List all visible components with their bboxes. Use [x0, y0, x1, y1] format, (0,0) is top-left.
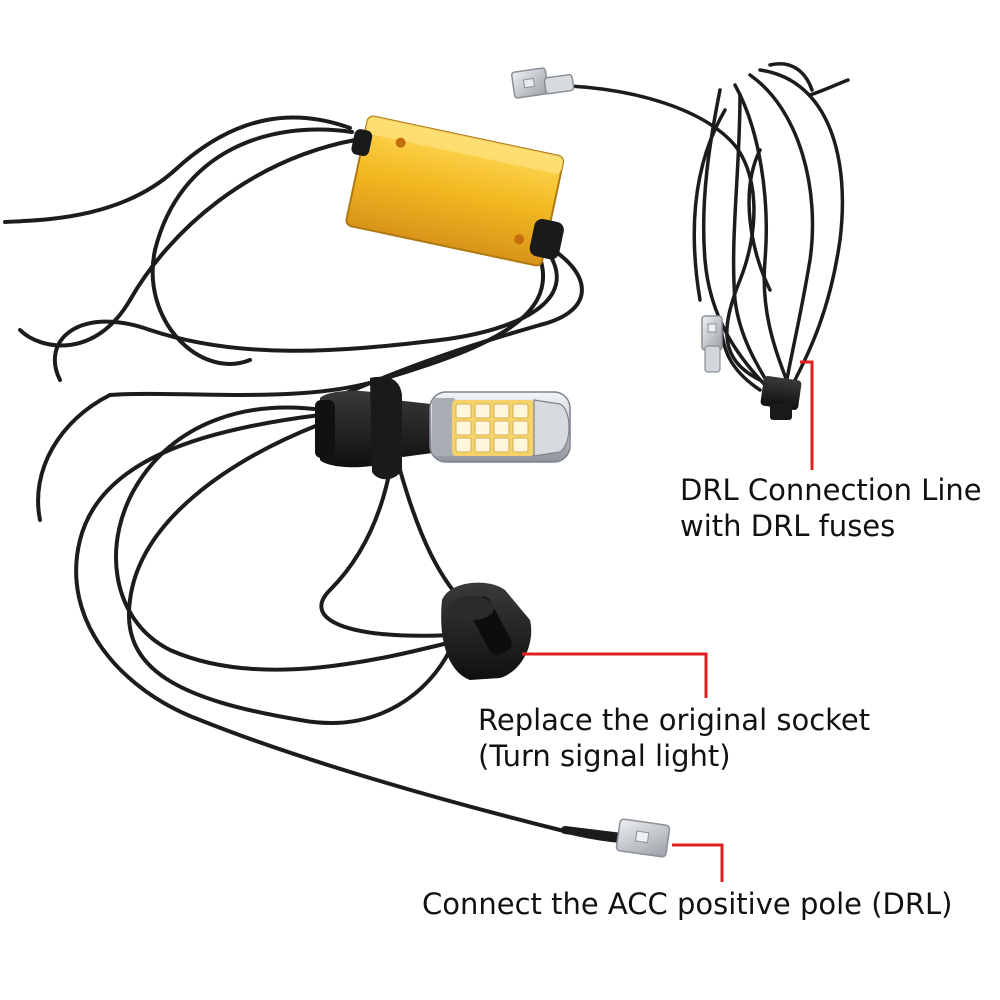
callout-lines [522, 360, 814, 882]
acc-label-line: Connect the ACC positive pole (DRL) [422, 887, 953, 921]
replacement-socket [441, 582, 532, 680]
acc-spade-terminal [561, 818, 671, 858]
drl-label-line-1: DRL Connection Line [680, 473, 982, 507]
drl-label-line-2: with DRL fuses [680, 509, 896, 543]
load-resistor [345, 115, 565, 267]
callout-acc [672, 843, 724, 882]
acc-label: Connect the ACC positive pole (DRL) [422, 886, 952, 922]
led-bulb [315, 376, 571, 480]
socket-label: Replace the original socket (Turn signal… [478, 702, 870, 774]
drl-fuse-connector [760, 376, 802, 420]
drl-spade-terminal-top [510, 67, 575, 99]
drl-spade-terminal-lower [701, 315, 723, 373]
socket-label-line-2: (Turn signal light) [478, 739, 731, 773]
drl-connection-label: DRL Connection Line with DRL fuses [680, 472, 982, 544]
callout-socket [522, 652, 708, 698]
drl-wire-coil [568, 62, 850, 397]
callout-drl [800, 360, 814, 470]
led-chip-array [452, 400, 534, 456]
socket-label-line-1: Replace the original socket [478, 703, 871, 737]
